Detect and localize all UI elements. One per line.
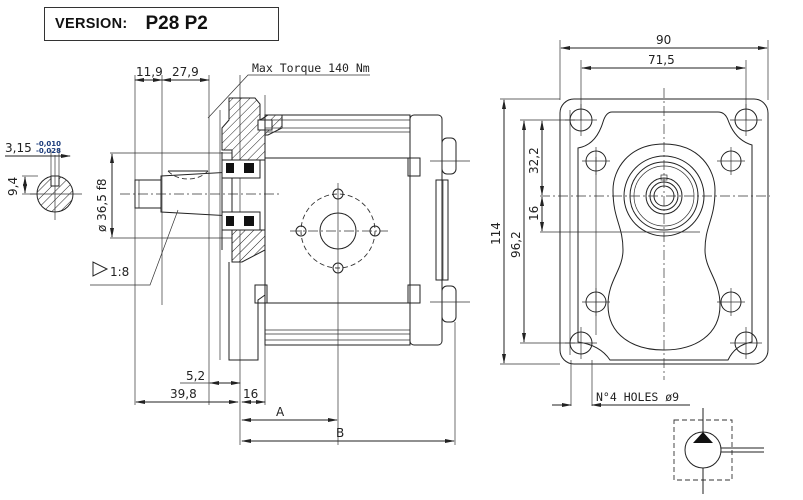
pitch-71-5-dim: 71,5 <box>648 53 675 67</box>
key-tol-upper: -0,010 <box>36 140 61 148</box>
dim-32-2: 32,2 <box>527 147 541 174</box>
rear-cover <box>409 114 470 445</box>
max-torque-note: Max Torque 140 Nm <box>252 61 370 75</box>
shaft-key-section <box>5 150 82 220</box>
flange <box>219 97 283 361</box>
hydraulic-pump-symbol <box>673 408 764 494</box>
key-height-dim: 9,4 <box>6 177 20 196</box>
taper-dim: 1:8 <box>110 265 129 279</box>
dim-16-side: 16 <box>243 387 258 401</box>
dim-11-9: 11,9 <box>136 65 163 79</box>
version-label: VERSION: <box>55 16 128 32</box>
side-view: 3,15 -0,010 -0,028 9,4 ø 36,5 f8 11,9 27… <box>5 61 470 445</box>
pilot-dia-dim: ø 36,5 f8 <box>95 178 109 232</box>
dim-39-8: 39,8 <box>170 387 197 401</box>
dim-a: A <box>276 405 285 419</box>
front-view: 90 71,5 <box>489 33 770 407</box>
dim-27-9: 27,9 <box>172 65 199 79</box>
mounting-holes <box>565 104 762 359</box>
key-width-dim: 3,15 <box>5 141 32 155</box>
dim-5-2: 5,2 <box>186 369 205 383</box>
pump-body <box>254 114 421 445</box>
dim-16-front: 16 <box>527 206 541 221</box>
version-box: VERSION: P28 P2 <box>44 7 279 41</box>
pitch-96-2-dim: 96,2 <box>509 231 523 258</box>
version-value: P28 P2 <box>145 13 208 34</box>
holes-note: N°4 HOLES ø9 <box>596 390 679 404</box>
dim-b: B <box>336 426 344 440</box>
height-114-dim: 114 <box>489 222 503 245</box>
key-tol-lower: -0,028 <box>36 147 61 155</box>
width-90-dim: 90 <box>656 33 671 47</box>
